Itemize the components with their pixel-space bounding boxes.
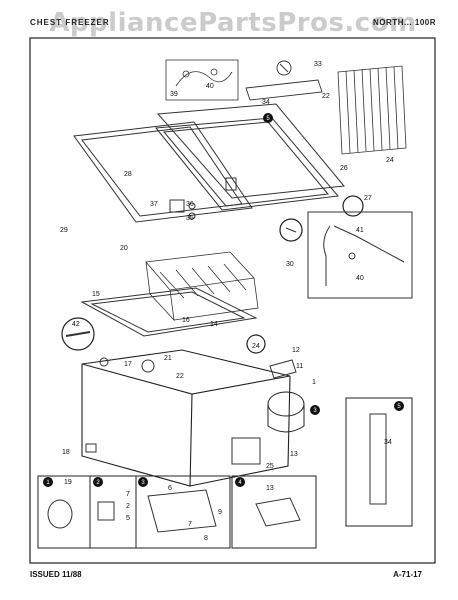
part-label-15: 15 bbox=[92, 291, 100, 298]
callout-5-lid bbox=[263, 113, 273, 123]
part-19-grommet bbox=[47, 499, 73, 529]
part-label-30: 30 bbox=[286, 261, 294, 268]
breaker-strip bbox=[80, 287, 258, 337]
part-12-harness bbox=[255, 497, 301, 527]
lid-gasket-29 bbox=[73, 121, 253, 223]
part-label-21: 21 bbox=[164, 355, 172, 362]
part-label-1: 1 bbox=[312, 379, 316, 386]
diagram-frame bbox=[29, 37, 436, 564]
lid-panel bbox=[156, 103, 345, 199]
part-label-8: 8 bbox=[204, 535, 208, 542]
inset-27 bbox=[342, 195, 364, 217]
part-label-39: 40 bbox=[206, 83, 214, 90]
detail-insets bbox=[37, 397, 413, 549]
part-label-40: 40 bbox=[356, 275, 364, 282]
part-label-42: 42 bbox=[72, 321, 80, 328]
part-label-25: 25 bbox=[266, 463, 274, 470]
part-label-2: 2 bbox=[126, 503, 130, 510]
part-9-bracket bbox=[147, 489, 217, 533]
part-37-block bbox=[169, 199, 185, 213]
callout-1-label: 1 bbox=[46, 480, 50, 486]
diagram-reference: A-71-17 bbox=[393, 570, 422, 579]
part-10 bbox=[269, 359, 297, 379]
part-label-5: 5 bbox=[126, 515, 130, 522]
screw-42 bbox=[65, 331, 91, 337]
header-right-text: NORTH... 100R bbox=[373, 18, 436, 27]
hinge-assembly bbox=[245, 60, 323, 101]
part-label-20: 20 bbox=[120, 245, 128, 252]
part-label-24: 24 bbox=[252, 343, 260, 350]
callout-5-label: 5 bbox=[397, 404, 401, 410]
inset-42 bbox=[61, 317, 95, 351]
wire-basket-20 bbox=[145, 251, 259, 322]
lid-liner-26 bbox=[155, 117, 339, 211]
part-label-28: 28 bbox=[124, 171, 132, 178]
compressor bbox=[267, 391, 305, 433]
part-label-7: 7 bbox=[188, 521, 192, 528]
drain-21 bbox=[141, 359, 155, 373]
part-label-38: 39 bbox=[170, 91, 178, 98]
part-36-screw bbox=[188, 202, 196, 210]
part-label-34: 34 bbox=[384, 439, 392, 446]
callout-2-label: 2 bbox=[96, 480, 100, 486]
wiring-inset bbox=[165, 59, 239, 101]
part-label-17: 17 bbox=[124, 361, 132, 368]
wire-shelf-23 bbox=[337, 65, 407, 155]
watermark-text: AppliancePartsPros.com bbox=[49, 8, 417, 38]
page-header: AppliancePartsPros.com CHEST FREEZER NOR… bbox=[28, 8, 438, 38]
condenser-25 bbox=[231, 437, 261, 465]
part-label-23: 24 bbox=[386, 157, 394, 164]
part-label-27: 27 bbox=[364, 195, 372, 202]
part-label-13: 13 bbox=[290, 451, 298, 458]
part-label-9: 9 bbox=[218, 509, 222, 516]
part-label-19: 19 bbox=[64, 479, 72, 486]
part-label-22: 22 bbox=[176, 373, 184, 380]
part-label-6: 6 bbox=[168, 485, 172, 492]
part-label-11: 12 bbox=[292, 347, 300, 354]
part-label-21-hinge: 22 bbox=[322, 93, 330, 100]
inset-30-part bbox=[285, 227, 297, 233]
callout-1 bbox=[43, 477, 53, 487]
callout-5-lid-label: 5 bbox=[266, 116, 270, 122]
callout-4-label: 4 bbox=[238, 480, 242, 486]
plug-17 bbox=[99, 357, 109, 367]
part-label-33: 34 bbox=[262, 99, 270, 106]
callout-5 bbox=[394, 401, 404, 411]
inset-24 bbox=[246, 334, 266, 354]
callout-3-main bbox=[310, 405, 320, 415]
part-label-26-right: 26 bbox=[340, 165, 348, 172]
callout-4 bbox=[235, 477, 245, 487]
part-label-14: 14 bbox=[210, 321, 218, 328]
part-label-32: 33 bbox=[314, 61, 322, 68]
part-label-16: 16 bbox=[182, 317, 190, 324]
part-34-thermostat bbox=[369, 413, 387, 505]
callout-3-label: 3 bbox=[141, 480, 145, 486]
part-35-clip bbox=[188, 212, 196, 220]
part-18 bbox=[85, 443, 97, 453]
freezer-cabinet bbox=[81, 349, 291, 487]
header-left-text: CHEST FREEZER bbox=[30, 18, 110, 27]
part-label-37: 37 bbox=[150, 201, 158, 208]
lid-switch-box bbox=[225, 177, 237, 191]
part-label-29: 29 bbox=[60, 227, 68, 234]
part-label-12: 13 bbox=[266, 485, 274, 492]
part-label-35: 35 bbox=[186, 215, 194, 222]
part-label-18: 18 bbox=[62, 449, 70, 456]
part-5-relay bbox=[97, 501, 115, 521]
part-label-36: 36 bbox=[186, 201, 194, 208]
part-label-7-a: 7 bbox=[126, 491, 130, 498]
inset-30 bbox=[279, 218, 303, 242]
callout-3 bbox=[138, 477, 148, 487]
issued-date: ISSUED 11/88 bbox=[30, 570, 82, 579]
callout-2 bbox=[93, 477, 103, 487]
hinge-rod-inset bbox=[307, 211, 413, 299]
callout-3-main-label: 3 bbox=[313, 408, 317, 414]
part-label-41: 41 bbox=[356, 227, 364, 234]
part-label-10: 11 bbox=[296, 363, 303, 370]
